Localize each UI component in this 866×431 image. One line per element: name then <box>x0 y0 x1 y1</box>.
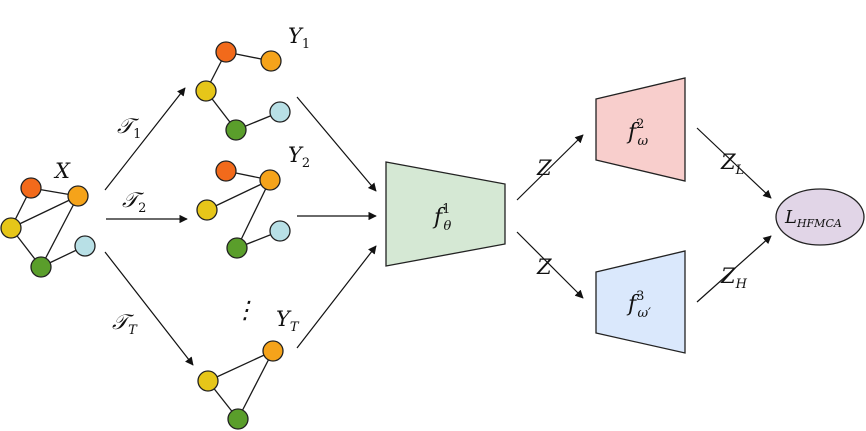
node-green <box>30 256 52 278</box>
node-orange-red <box>215 41 237 63</box>
graph-yt <box>197 340 284 430</box>
label-z-bottom: Z <box>536 255 552 279</box>
label-y2: Y2 <box>288 143 310 171</box>
graph-y2 <box>196 160 291 259</box>
augmentation-arrows <box>104 87 194 366</box>
encoder-input-arrows <box>296 96 377 349</box>
label-zl: ZL <box>720 150 744 178</box>
node-green <box>226 237 248 259</box>
node-light-blue <box>269 101 291 123</box>
arrow-y1-encoder <box>296 96 377 192</box>
label-yt: YT <box>276 307 300 335</box>
node-yellow <box>0 217 22 239</box>
arrow-tt <box>104 251 194 366</box>
arrow-yt-encoder <box>296 245 377 349</box>
loss-ellipse <box>775 188 865 246</box>
label-y1: Y1 <box>288 24 310 52</box>
label-t2: 𝒯2 <box>122 188 146 216</box>
label-loss: LHFMCA <box>784 207 842 230</box>
node-orange <box>67 185 89 207</box>
arrow-encoder-f2 <box>516 134 584 201</box>
node-orange <box>262 340 284 362</box>
node-green <box>225 119 247 141</box>
label-x: X <box>53 159 71 183</box>
node-green <box>227 408 249 430</box>
node-orange-red <box>20 177 42 199</box>
node-yellow <box>197 370 219 392</box>
node-light-blue <box>74 235 96 257</box>
projector-f-omega <box>595 77 686 182</box>
vertical-ellipsis: ⋮ <box>233 296 257 324</box>
arrow-encoder-f3 <box>516 231 584 299</box>
graph-y1 <box>195 41 291 141</box>
label-z-top: Z <box>536 156 552 180</box>
node-orange-red <box>215 160 237 182</box>
input-graph-x: X <box>0 159 96 278</box>
node-orange <box>259 169 281 191</box>
node-light-blue <box>269 220 291 242</box>
node-yellow <box>195 80 217 102</box>
label-tt: 𝒯T <box>112 310 138 338</box>
arrow-zh-loss <box>696 235 772 303</box>
label-zh: ZH <box>720 264 748 292</box>
arrow-t1 <box>104 87 186 191</box>
projector-f-omega-prime <box>595 250 686 354</box>
arrow-zl-loss <box>696 127 772 199</box>
label-t1: 𝒯1 <box>117 114 141 142</box>
node-orange <box>260 50 282 72</box>
node-yellow <box>196 199 218 221</box>
encoder-f-theta <box>385 161 506 267</box>
